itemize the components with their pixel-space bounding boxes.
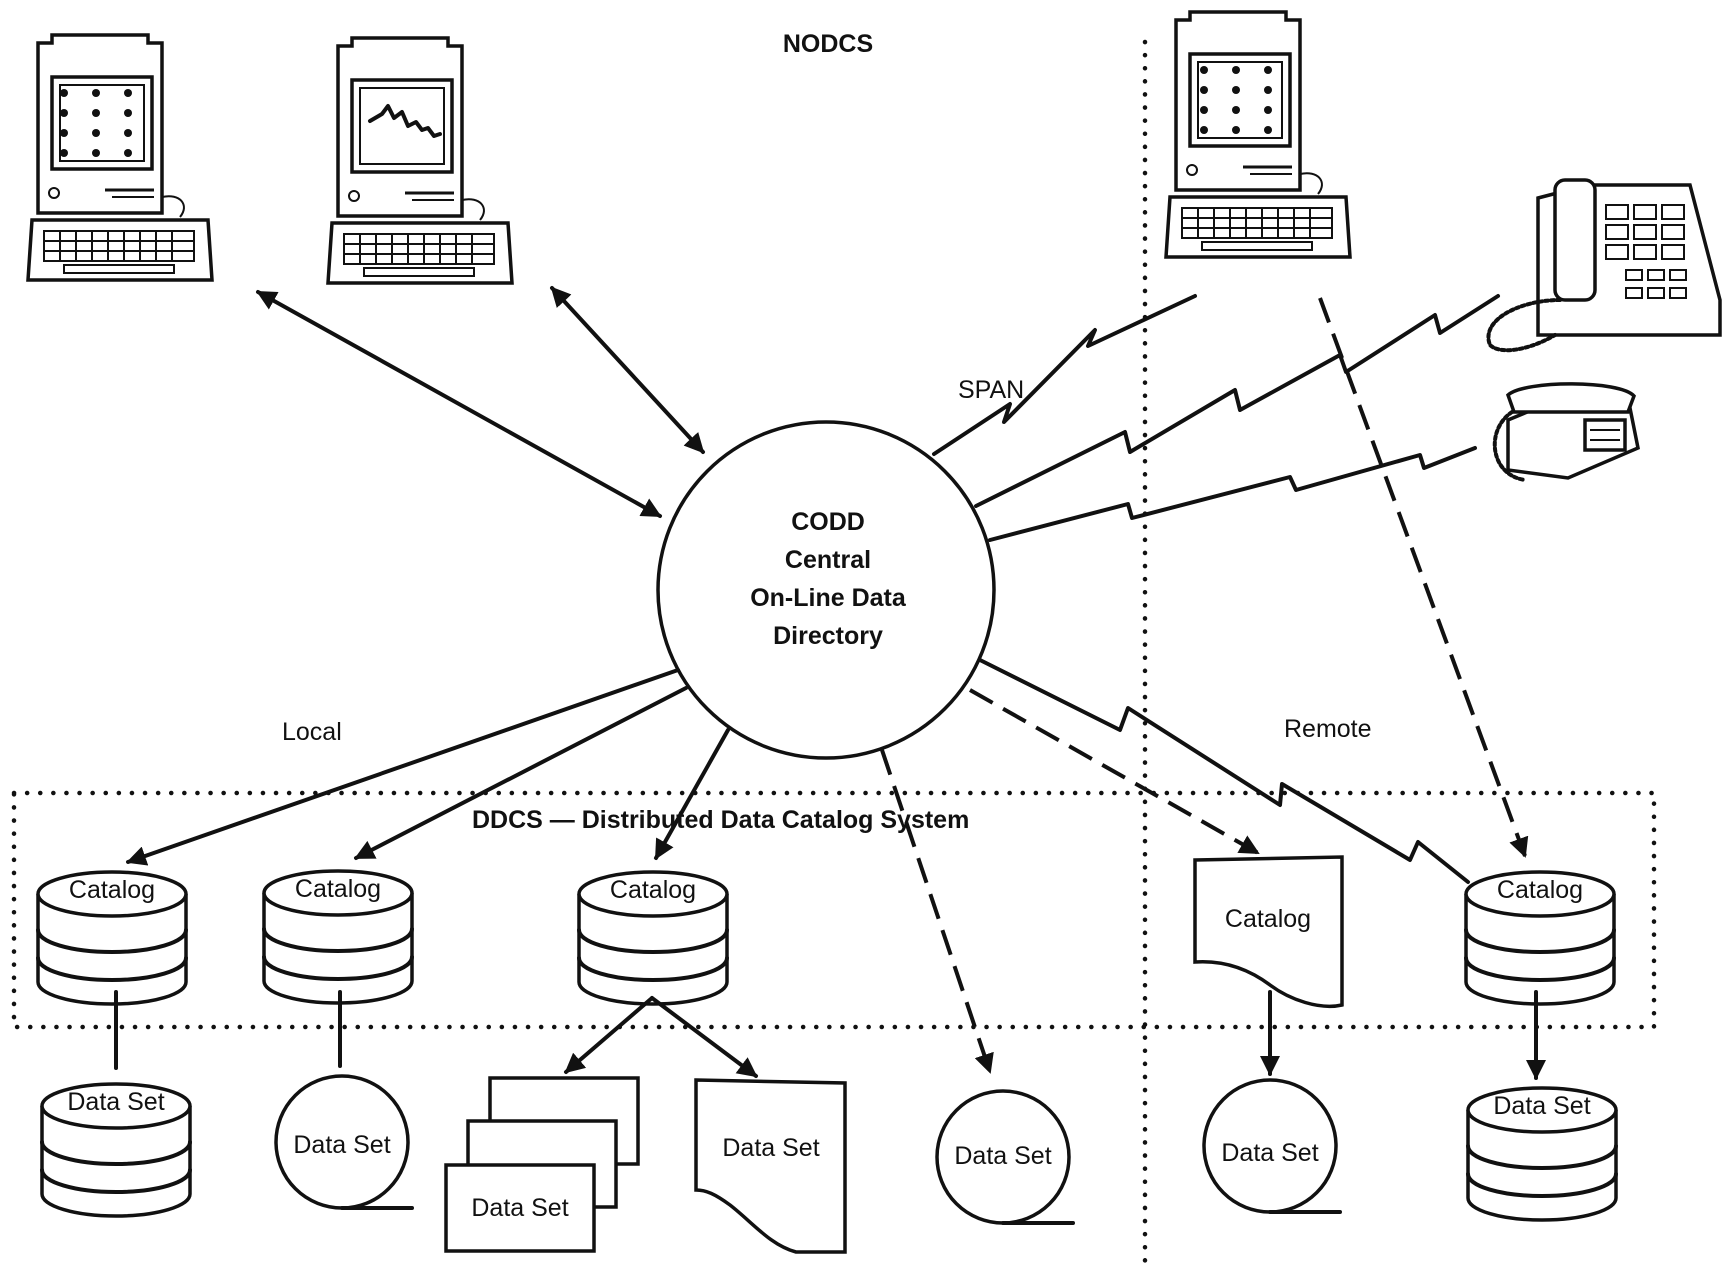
catalog-label: Catalog: [69, 876, 155, 904]
arrow-icon: [654, 728, 730, 860]
codd-circle: [656, 420, 996, 760]
dataset-tape-reel-icon: Data Set: [935, 1089, 1075, 1225]
remote-catalog-link: [969, 688, 1260, 855]
ddcs-label: DDCS — Distributed Data Catalog System: [472, 806, 969, 834]
local-label: Local: [282, 718, 342, 746]
arrow-icon: [564, 996, 654, 1074]
remote-computer-catalog-link: [1318, 297, 1529, 858]
dataset-card-stack-icon: Data Set: [444, 1076, 640, 1253]
remote-link-catalog: [978, 658, 1470, 884]
dataset-label: Data Set: [1221, 1139, 1318, 1167]
dataset-label: Data Set: [1493, 1092, 1590, 1120]
remote-label: Remote: [1284, 715, 1372, 743]
telephone-rotary-icon: [1492, 382, 1640, 482]
dataset-label: Data Set: [722, 1134, 819, 1162]
span-link-rotary-phone: [988, 446, 1477, 542]
ddcs-boundary: [11, 790, 1657, 1030]
dataset-tape-reel-icon: Data Set: [274, 1074, 414, 1210]
catalog-label: Catalog: [1497, 876, 1583, 904]
catalog-database-icon: Catalog: [1464, 870, 1616, 1006]
dataset-tape-reel-icon: Data Set: [1202, 1078, 1342, 1214]
telephone-icon: [1486, 178, 1722, 353]
catalog-database-icon: Catalog: [36, 870, 188, 1006]
codd-line-1: CODD: [791, 508, 865, 536]
span-label: SPAN: [958, 376, 1024, 404]
dataset-database-icon: Data Set: [1466, 1086, 1618, 1222]
dataset-document-icon: Data Set: [694, 1078, 847, 1254]
dataset-label: Data Set: [293, 1131, 390, 1159]
codd-line-3: On-Line Data: [750, 584, 907, 612]
computer-icon: [26, 33, 214, 282]
span-link-computer: [932, 294, 1197, 456]
dataset-label: Data Set: [954, 1142, 1051, 1170]
catalog-database-icon: Catalog: [577, 870, 729, 1006]
catalog-label: Catalog: [1225, 905, 1311, 933]
arrow-icon: [354, 686, 688, 860]
remote-computer-icon: [1164, 10, 1352, 259]
arrow-icon: [256, 290, 662, 518]
catalog-label: Catalog: [610, 876, 696, 904]
computer-graph-icon: [326, 36, 514, 285]
span-link-telephone: [974, 294, 1500, 508]
arrow-icon: [650, 996, 758, 1078]
dataset-label: Data Set: [471, 1194, 568, 1222]
arrow-icon: [550, 286, 705, 454]
catalog-database-icon: Catalog: [262, 869, 414, 1005]
codd-line-2: Central: [785, 546, 871, 574]
arrow-icon: [126, 668, 680, 866]
nodcs-title: NODCS: [783, 30, 873, 58]
direct-dataset-link: [880, 749, 994, 1074]
dataset-label: Data Set: [67, 1088, 164, 1116]
dataset-database-icon: Data Set: [40, 1082, 192, 1218]
codd-line-4: Directory: [773, 622, 883, 650]
catalog-document-icon: Catalog: [1193, 855, 1344, 1008]
catalog-label: Catalog: [295, 875, 381, 903]
